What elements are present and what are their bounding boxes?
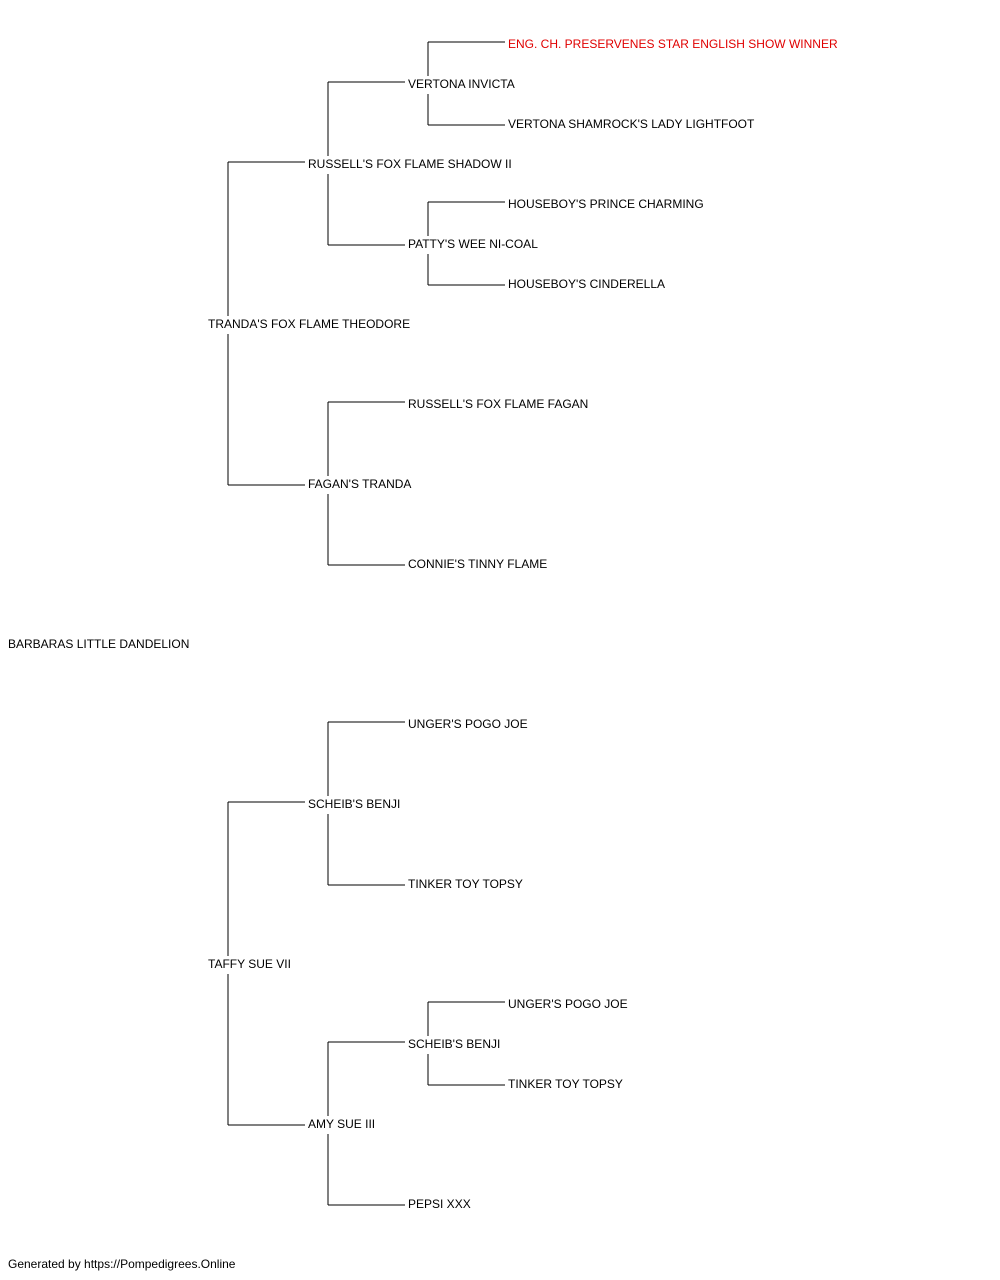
sire-sire-sire-dam-name: VERTONA SHAMROCK'S LADY LIGHTFOOT [508,117,755,131]
sire-sire-name: RUSSELL'S FOX FLAME SHADOW II [308,157,512,171]
sire-sire-dam-name: PATTY'S WEE NI-COAL [408,237,538,251]
connectors [227,41,505,1206]
dam-sire-dam-name: TINKER TOY TOPSY [408,877,523,891]
dam-dam-name: AMY SUE III [308,1117,375,1131]
sire-dam-name: FAGAN'S TRANDA [308,477,411,491]
sire-dam-dam-name: CONNIE'S TINNY FLAME [408,557,547,571]
dam-dam-dam-name: PEPSI XXX [408,1197,471,1211]
sire-dam-sire-name: RUSSELL'S FOX FLAME FAGAN [408,397,588,411]
sire-name: TRANDA'S FOX FLAME THEODORE [208,317,410,331]
pedigree-names: BARBARAS LITTLE DANDELION TRANDA'S FOX F… [8,37,838,1211]
dam-name: TAFFY SUE VII [208,957,291,971]
generated-by-footer: Generated by https://Pompedigrees.Online [8,1257,236,1271]
sire-sire-sire-sire-name: ENG. CH. PRESERVENES STAR ENGLISH SHOW W… [508,37,838,51]
dam-dam-sire-dam-name: TINKER TOY TOPSY [508,1077,623,1091]
sire-sire-sire-name: VERTONA INVICTA [408,77,515,91]
dam-dam-sire-name: SCHEIB'S BENJI [408,1037,500,1051]
subject-name: BARBARAS LITTLE DANDELION [8,637,189,651]
sire-sire-dam-sire-name: HOUSEBOY'S PRINCE CHARMING [508,197,704,211]
dam-sire-name: SCHEIB'S BENJI [308,797,400,811]
dam-sire-sire-name: UNGER'S POGO JOE [408,717,528,731]
sire-sire-dam-dam-name: HOUSEBOY'S CINDERELLA [508,277,665,291]
dam-dam-sire-sire-name: UNGER'S POGO JOE [508,997,628,1011]
